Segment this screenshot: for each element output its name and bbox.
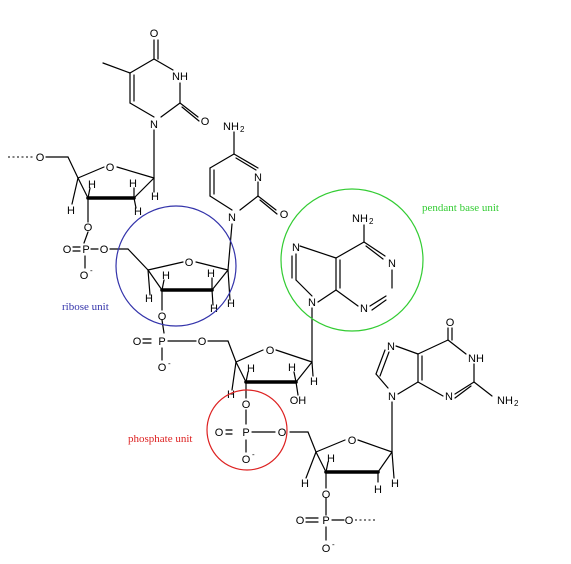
atom-o: O: [158, 311, 167, 323]
atom-h: H: [310, 376, 318, 388]
atom-h: H: [134, 206, 142, 218]
atom-h: H: [288, 362, 296, 374]
atom-nh: NH: [468, 353, 484, 365]
ribose-circle: [115, 205, 237, 327]
atom-label-layer: O O H H H H H O N O NH O O P O O - O H H…: [36, 28, 519, 555]
atom-o: O: [322, 543, 331, 555]
atom-o: O: [348, 435, 357, 447]
atom-nh: NH: [172, 71, 188, 83]
atom-o: O: [106, 162, 115, 174]
atom-nh2: NH: [497, 395, 513, 407]
atom-o: O: [63, 244, 72, 256]
pendant-base-circle: [280, 188, 424, 332]
atom-o: O: [133, 336, 142, 348]
charge-minus: -: [332, 540, 335, 549]
atom-o: O: [158, 362, 167, 374]
bond-layer: [8, 39, 493, 541]
atom-h: H: [145, 293, 153, 305]
atom-n: N: [292, 242, 300, 254]
atom-h: H: [162, 270, 170, 282]
atom-h: H: [207, 268, 215, 280]
pendant-base-label: pendant base unit: [422, 202, 499, 214]
atom-o: O: [345, 515, 354, 527]
atom-o: O: [242, 399, 251, 411]
atom-n: N: [387, 341, 395, 353]
atom-nh2-subscript: 2: [369, 217, 374, 226]
atom-nh2-subscript: 2: [514, 399, 519, 408]
atom-o: O: [201, 116, 210, 128]
atom-o: O: [266, 345, 275, 357]
atom-p: P: [322, 515, 329, 527]
atom-n: N: [228, 212, 236, 224]
atom-h: H: [227, 389, 235, 401]
charge-minus: -: [252, 450, 255, 459]
charge-minus: -: [168, 359, 171, 368]
atom-nh2: NH: [223, 121, 239, 133]
atom-n: N: [150, 119, 158, 131]
atom-o: O: [198, 336, 207, 348]
atom-oh: OH: [290, 395, 307, 407]
atom-h: H: [67, 205, 75, 217]
annotation-layer: pendant base unit ribose unit phosphate …: [62, 188, 499, 471]
atom-n: N: [388, 391, 396, 403]
atom-nh2: NH: [352, 213, 368, 225]
atom-o: O: [242, 454, 251, 466]
atom-o: O: [280, 209, 289, 221]
atom-o: O: [185, 257, 194, 269]
phosphate-label: phosphate unit: [128, 433, 192, 445]
atom-n: N: [445, 391, 453, 403]
atom-h: H: [327, 453, 335, 465]
atom-o: O: [296, 515, 305, 527]
atom-p: P: [242, 427, 249, 439]
charge-minus: -: [90, 266, 93, 275]
atom-o: O: [36, 152, 45, 164]
atom-h: H: [88, 179, 96, 191]
atom-n: N: [254, 172, 262, 184]
atom-h: H: [210, 303, 218, 315]
atom-p: P: [82, 244, 89, 256]
atom-p: P: [158, 336, 165, 348]
ribose-label: ribose unit: [62, 301, 109, 313]
atom-o: O: [278, 427, 287, 439]
atom-h: H: [151, 191, 159, 203]
atom-h: H: [247, 363, 255, 375]
atom-n: N: [388, 258, 396, 270]
atom-n: N: [360, 303, 368, 315]
atom-h: H: [227, 298, 235, 310]
atom-n: N: [308, 297, 316, 309]
atom-o: O: [80, 270, 89, 282]
atom-o: O: [100, 244, 109, 256]
atom-h: H: [391, 478, 399, 490]
atom-o: O: [215, 427, 224, 439]
atom-o: O: [150, 28, 159, 40]
atom-o: O: [322, 489, 331, 501]
atom-h: H: [374, 484, 382, 496]
atom-o: O: [446, 317, 455, 329]
phosphate-circle: [206, 389, 288, 471]
atom-o: O: [84, 222, 93, 234]
atom-nh2-subscript: 2: [240, 125, 245, 134]
atom-h: H: [129, 178, 137, 190]
atom-h: H: [301, 478, 309, 490]
